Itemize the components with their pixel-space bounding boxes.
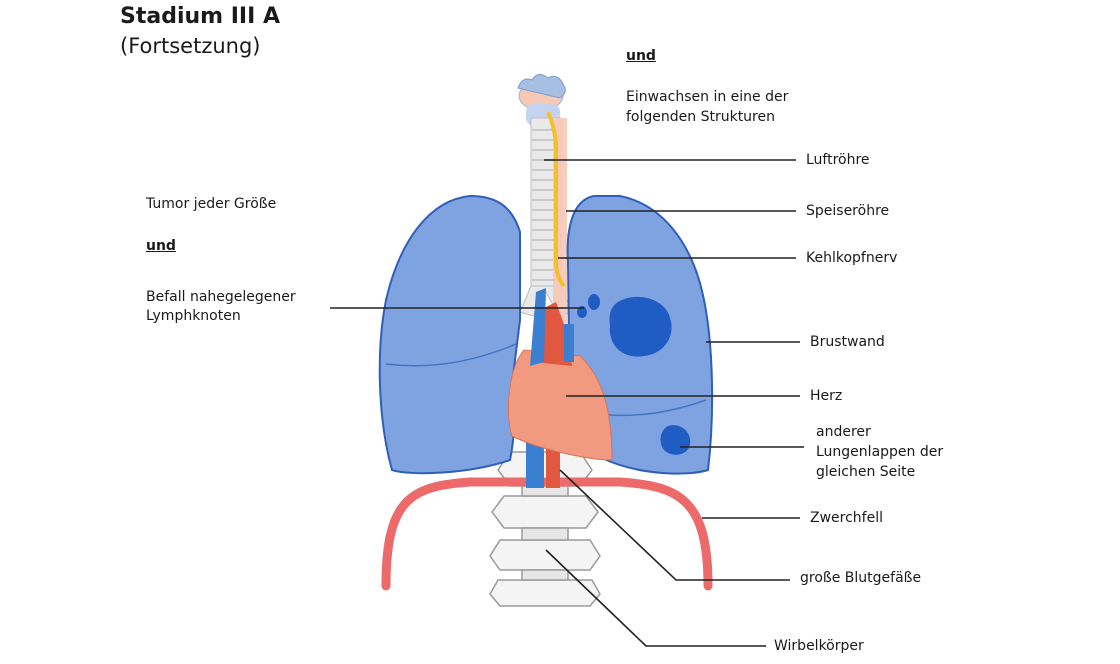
leader-lines: [330, 159, 804, 647]
label-tumor-size: Tumor jeder Größe: [146, 196, 277, 212]
label-lungenlappen-line1: anderer: [816, 424, 871, 440]
spine: [489, 451, 601, 607]
label-lungenlappen-line2: Lungenlappen der: [816, 444, 944, 460]
label-einwachsen-line1: Einwachsen in eine der: [626, 89, 789, 105]
label-kehlkopfnerv: Kehlkopfnerv: [806, 250, 898, 266]
laryngeal-nerve: [546, 111, 566, 288]
label-blutgefaesse: große Blutgefäße: [800, 570, 922, 586]
lymph-node: [577, 306, 587, 318]
diaphragm: [381, 477, 713, 591]
label-befall-line1: Befall nahegelegener: [146, 289, 296, 305]
label-lungenlappen-line3: gleichen Seite: [816, 464, 916, 480]
label-luftroehre: Luftröhre: [806, 152, 870, 168]
label-einwachsen-line2: folgenden Strukturen: [626, 109, 775, 125]
label-wirbelkoerper: Wirbelkörper: [774, 638, 864, 654]
label-speiseroehre: Speiseröhre: [806, 203, 890, 219]
diagram-subtitle: (Fortsetzung): [120, 34, 261, 58]
larynx: [517, 74, 566, 126]
label-befall-line2: Lymphknoten: [146, 308, 241, 324]
label-brustwand: Brustwand: [810, 334, 885, 350]
left-lung: [378, 194, 521, 475]
label-zwerchfell: Zwerchfell: [810, 510, 883, 526]
aorta-descending: [546, 440, 560, 488]
primary-tumor: [609, 296, 672, 357]
label-herz: Herz: [810, 388, 843, 404]
label-und-right: und: [626, 48, 656, 64]
vena-cava: [526, 440, 544, 488]
diagram-title: Stadium III A: [120, 4, 280, 29]
lymph-node: [588, 294, 600, 310]
label-und-left: und: [146, 238, 176, 254]
heart: [507, 349, 613, 461]
